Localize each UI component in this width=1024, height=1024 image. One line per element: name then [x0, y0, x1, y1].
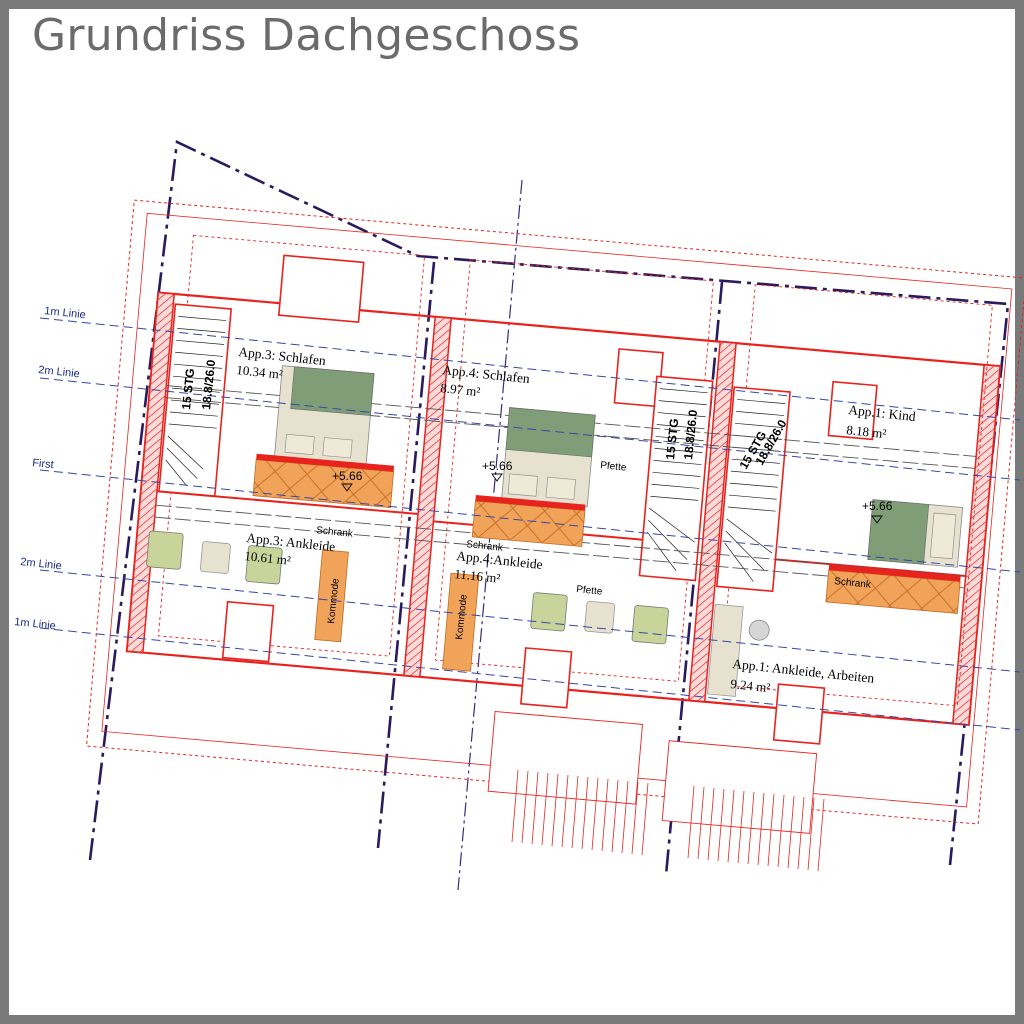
schrank-label-unit4: Schrank: [466, 539, 505, 554]
dormers-bottom: [221, 600, 826, 745]
label-2m-bottom: 2m Linie: [20, 556, 63, 572]
area-app1-kind: 8.18 m²: [846, 422, 887, 441]
kommode-label-unit4: Kommode: [454, 593, 470, 640]
stair-dims-unit3: 18.8/26.0: [199, 359, 218, 411]
wardrobe-unit4: [471, 495, 586, 547]
room-app1-kind: App.1: Kind: [848, 402, 917, 424]
dormers-top: [277, 254, 878, 441]
staircase-unit4: [638, 375, 714, 582]
dresser-unit4: [442, 572, 480, 672]
label-1m-bottom: 1m Linie: [14, 616, 57, 632]
bed-unit1: [867, 499, 964, 568]
elevation-unit3: +5.66: [332, 469, 363, 483]
label-1m-top: 1m Linie: [44, 305, 87, 321]
area-app1-ankleide: 9.24 m²: [730, 676, 771, 695]
pfette-label-top: Pfette: [600, 460, 628, 474]
elevation-marks: +5.66 +5.66 +5.66: [332, 459, 893, 524]
guide-lines: [39, 317, 1021, 731]
desk-unit1: [706, 603, 770, 697]
area-app3-schlafen: 10.34 m²: [236, 362, 284, 382]
kommode-label-unit3: Kommode: [326, 577, 342, 624]
area-app3-ankleide: 10.61 m²: [244, 548, 292, 568]
party-wall-2: [687, 340, 737, 703]
building: [85, 199, 1024, 834]
bed-unit3: [273, 365, 375, 466]
chairs-unit4: [530, 592, 669, 645]
elevation-unit1: +5.66: [862, 499, 893, 513]
schrank-label-unit3: Schrank: [316, 525, 355, 540]
bed-unit4: [501, 407, 596, 508]
balcony-grilles: [487, 711, 818, 834]
east-wall: [951, 364, 1001, 726]
pfette-label-bottom: Pfette: [576, 584, 604, 598]
wardrobe-unit1: [825, 564, 961, 614]
elevation-unit4: +5.66: [482, 459, 513, 473]
stair-count-unit3: 15 STG: [179, 368, 197, 411]
furniture-labels: Schrank Schrank Schrank Kommode Kommode …: [316, 460, 873, 640]
stair-dims-unit4: 18.8/26.0: [681, 409, 700, 461]
chairs-unit3: [146, 530, 283, 585]
label-2m-top: 2m Linie: [38, 364, 81, 380]
area-app4-ankleide: 11.16 m²: [454, 566, 501, 586]
page-title: Grundriss Dachgeschoss: [32, 10, 581, 61]
area-app4-schlafen: 8.97 m²: [440, 380, 481, 399]
label-first: First: [32, 457, 55, 471]
west-wall: [126, 291, 176, 654]
schrank-label-unit1: Schrank: [834, 576, 873, 591]
wardrobe-unit3: [252, 453, 395, 509]
stair-count-unit4: 15 STG: [663, 418, 681, 461]
dresser-unit3: [314, 549, 349, 643]
balcony-hatch: [511, 769, 825, 872]
guide-labels: 1m Linie 2m Linie First 2m Linie 1m Lini…: [14, 305, 87, 632]
party-wall-1: [403, 315, 453, 678]
